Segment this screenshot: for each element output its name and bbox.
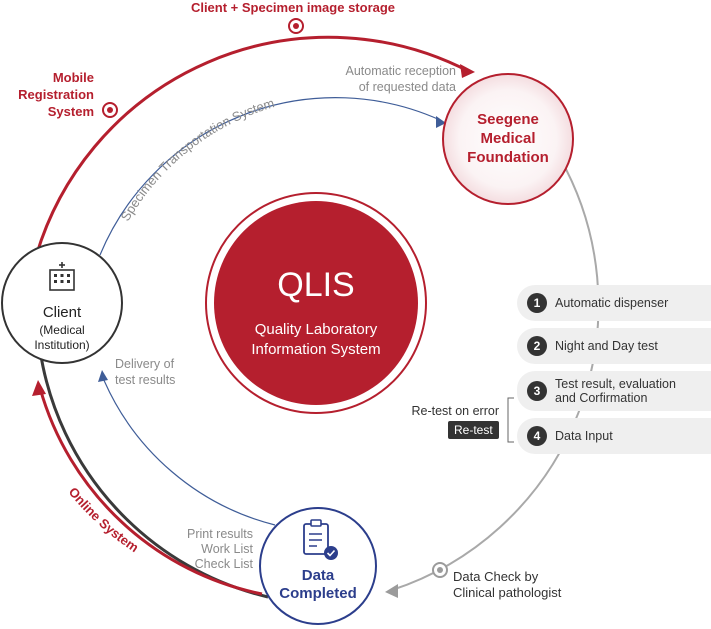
step-number: 3 <box>527 381 547 401</box>
data-check-label-line1: Data Check by <box>453 569 539 584</box>
outer-red-arc-arrow <box>460 64 475 78</box>
data-completed-label-line2: Completed <box>279 585 357 602</box>
seegene-label-line3: Foundation <box>467 149 549 166</box>
storage-label: Client + Specimen image storage <box>191 0 395 15</box>
auto-reception-label-line1: Automatic reception <box>346 64 457 78</box>
qlis-title: QLIS <box>277 266 354 304</box>
inner-blue-arrow-top <box>436 116 446 128</box>
storage-marker-dot <box>293 23 299 29</box>
inner-blue-arc-bottom <box>102 377 276 526</box>
print-label-line1: Print results <box>187 527 253 541</box>
seegene-label-line1: Seegene <box>477 111 539 128</box>
transport-label: Specimen Transportation System <box>118 95 276 223</box>
outer-red-arc <box>33 35 471 261</box>
seegene-label-line2: Medical <box>480 130 535 147</box>
print-label-line2: Work List <box>201 542 253 556</box>
step-number: 1 <box>527 293 547 313</box>
qlis-circle <box>214 201 418 405</box>
client-node <box>1 242 123 364</box>
online-red-arc <box>38 387 263 596</box>
process-steps: 1 Automatic dispenser 2 Night and Day te… <box>517 285 711 461</box>
delivery-label-line2: test results <box>115 373 175 387</box>
qlis-subtitle-line1: Quality Laboratory <box>255 321 378 338</box>
mobile-label-line2: Registration <box>18 87 94 102</box>
step-item: 4 Data Input <box>517 418 711 454</box>
client-label-line1: Client <box>43 304 82 321</box>
gray-arc-arrow <box>385 584 398 598</box>
retest-on-error-label: Re-test on error <box>411 404 499 418</box>
seegene-node <box>442 73 574 205</box>
step-label: Test result, evaluation and Corfirmation <box>555 377 676 405</box>
mobile-marker-dot <box>107 107 113 113</box>
retest-bracket <box>507 397 514 443</box>
step-item: 3 Test result, evaluation and Corfirmati… <box>517 371 711 411</box>
step-number: 2 <box>527 336 547 356</box>
data-check-marker-dot <box>437 567 443 573</box>
print-label-line3: Check List <box>195 557 254 571</box>
step-label: Automatic dispenser <box>555 296 669 310</box>
client-label-line3: Institution) <box>34 338 89 352</box>
inner-blue-arc-top <box>99 97 441 256</box>
step-label: Data Input <box>555 429 613 443</box>
clipboard-check-icon <box>303 519 338 560</box>
data-check-label-line2: Clinical pathologist <box>453 585 562 600</box>
qlis-subtitle-line2: Information System <box>251 341 380 358</box>
retest-badge: Re-test <box>448 421 499 439</box>
online-red-arrow <box>32 380 46 396</box>
client-label-line2: (Medical <box>39 323 84 337</box>
auto-reception-label-line2: of requested data <box>359 80 456 94</box>
step-item: 2 Night and Day test <box>517 328 711 364</box>
hospital-icon <box>49 262 75 291</box>
data-completed-node <box>259 507 377 625</box>
mobile-label-line1: Mobile <box>53 70 94 85</box>
step-number: 4 <box>527 426 547 446</box>
gray-right-arc <box>391 157 600 591</box>
data-completed-label-line1: Data <box>302 567 335 584</box>
step-label: Night and Day test <box>555 339 658 353</box>
mobile-label-line3: System <box>48 104 94 119</box>
inner-blue-arrow-bottom <box>98 370 108 382</box>
delivery-label-line1: Delivery of <box>115 357 175 371</box>
step-item: 1 Automatic dispenser <box>517 285 711 321</box>
